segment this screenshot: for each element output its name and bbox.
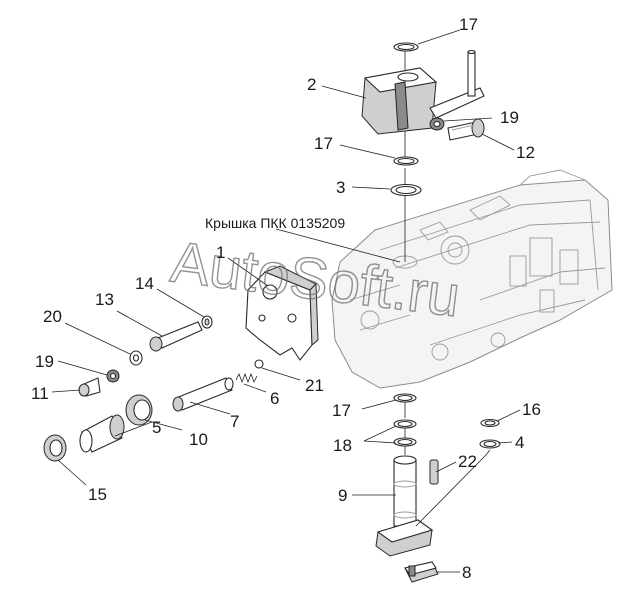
- callout-22: 22: [458, 452, 477, 471]
- callout-11: 11: [31, 384, 49, 403]
- nut-14: [201, 315, 213, 329]
- callout-12: 12: [516, 143, 535, 162]
- plate-1: [245, 265, 319, 361]
- nut-15: [43, 434, 67, 462]
- callout-20: 20: [43, 307, 62, 326]
- callout-16: 16: [522, 400, 541, 419]
- sleeve-5: [79, 414, 125, 453]
- callout-17-top: 17: [459, 15, 478, 34]
- leader-lines: [51, 29, 521, 573]
- callout-13: 13: [95, 290, 114, 309]
- callout-17-low: 17: [332, 401, 351, 420]
- housing-cover: [331, 169, 613, 389]
- callout-15: 15: [88, 485, 107, 504]
- spring-6: [235, 372, 258, 384]
- bolt-12: [447, 118, 485, 141]
- callout-14: 14: [135, 274, 154, 293]
- callout-19-top: 19: [500, 108, 519, 127]
- key-22: [429, 459, 439, 485]
- callout-8: 8: [462, 563, 471, 582]
- callout-21: 21: [305, 376, 324, 395]
- caption-label: Крышка ПКК 0135209: [205, 215, 345, 231]
- nut-19-top: [429, 117, 445, 131]
- ball-21: [254, 359, 264, 369]
- nut-10: [125, 394, 153, 426]
- callout-19-left: 19: [35, 352, 54, 371]
- callout-3: 3: [336, 178, 345, 197]
- callout-7: 7: [230, 412, 239, 431]
- block-8: [404, 561, 439, 583]
- bolt-13: [149, 321, 203, 352]
- callout-numbers: 17 2 19 12 17 3 1 14 13 20 19 11 10 7 6 …: [31, 15, 541, 582]
- callout-18: 18: [333, 436, 352, 455]
- callout-6: 6: [270, 389, 279, 408]
- callout-5: 5: [152, 418, 161, 437]
- shaft-9: [375, 449, 491, 557]
- bolt-11: [78, 377, 101, 397]
- callout-4: 4: [515, 433, 524, 452]
- callout-17-mid: 17: [314, 134, 333, 153]
- lever-2: [361, 49, 485, 135]
- callout-2: 2: [307, 75, 316, 94]
- callout-9: 9: [338, 486, 347, 505]
- callout-1: 1: [216, 243, 225, 262]
- callout-10: 10: [189, 430, 208, 449]
